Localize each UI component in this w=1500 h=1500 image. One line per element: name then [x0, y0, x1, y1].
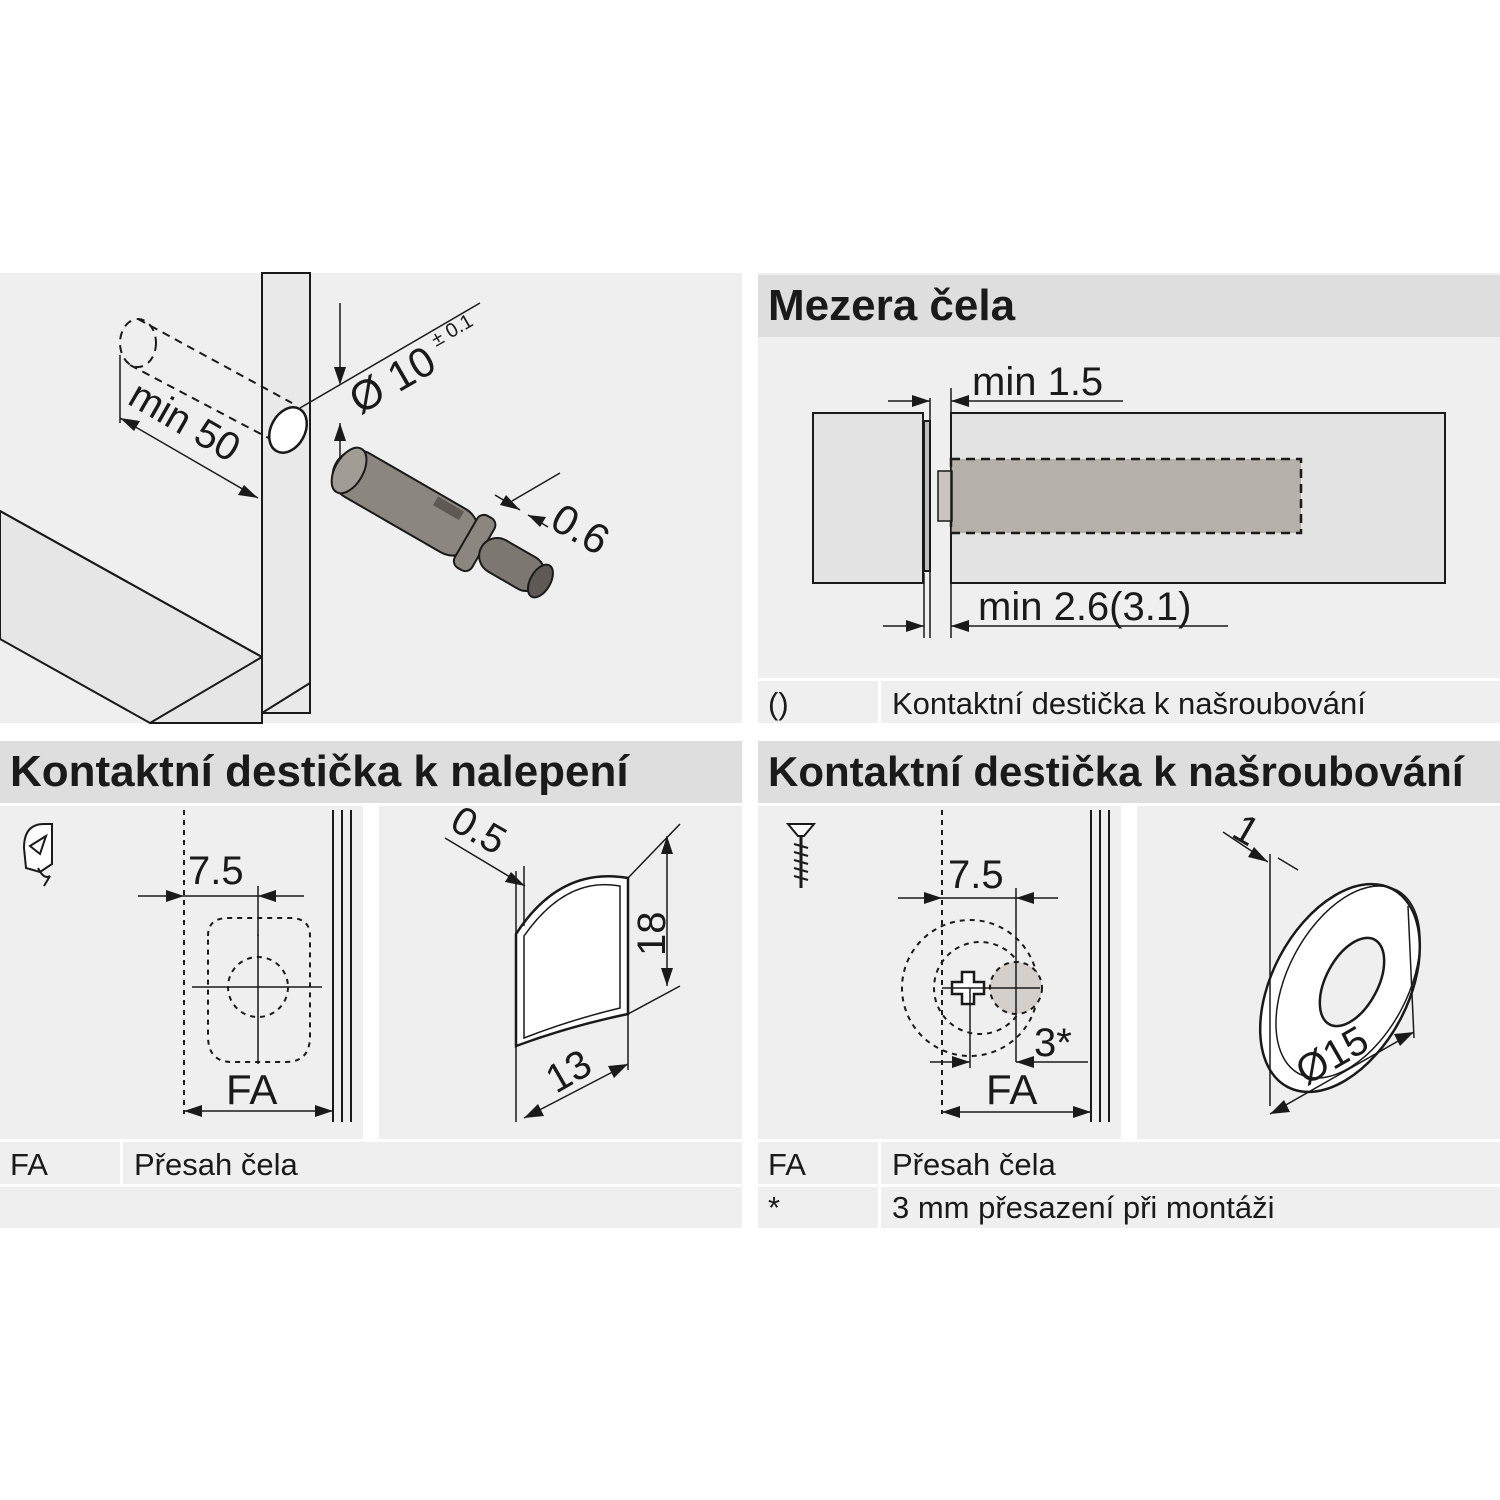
dim-tolerance: ± 0.1: [428, 310, 477, 351]
pusher-body: [330, 446, 554, 599]
adhesive-drawing: 7.5 FA 0.5 18 13: [22, 798, 681, 1140]
panel-screw: 7.5 3* FA 1 Ø15 FA Přesah čela: [758, 806, 1500, 1229]
dim-overlay: FA: [226, 1066, 277, 1113]
hole-opening: [267, 406, 309, 454]
screw-icon: [785, 823, 817, 888]
legend-row: FA Přesah čela: [758, 1139, 1500, 1229]
legend-row: () Kontaktní destička k našroubování: [758, 678, 1500, 723]
dim-diameter: Ø 10: [341, 337, 443, 423]
panel-adhesive: 7.5 FA 0.5 18 13 FA Přesah čela: [0, 798, 742, 1228]
panel-installation: min 50 Ø 10 ± 0.1 0.6: [0, 272, 742, 724]
dim-gap-top: min 1.5: [972, 360, 1103, 404]
panel-gap-title: Mezera čela: [758, 275, 1500, 337]
dim-thickness: 1: [1226, 806, 1267, 855]
door-front: [812, 412, 924, 584]
dim-shift: 3*: [1034, 1021, 1072, 1065]
dim-offset: 7.5: [188, 849, 244, 893]
dim-offset: 7.5: [948, 853, 1004, 897]
cabinet-wall: [261, 272, 311, 714]
dim-overlay: FA: [986, 1066, 1037, 1113]
cabinet-bottom: [0, 509, 263, 724]
dim-gap-bottom: min 2.6(3.1): [978, 585, 1191, 629]
legend-value: 3 mm přesazení při montáži: [892, 1190, 1275, 1225]
panel-screw-title: Kontaktní destička k našroubování: [758, 741, 1500, 803]
panel-gap: Mezera čela min 1.5 min 2.6(3.1) () Kont…: [758, 273, 1500, 723]
pusher-outline: [949, 457, 1303, 535]
gap-drawing: min 1.5 min 2.6(3.1): [812, 360, 1446, 638]
legend-row: * 3 mm přesazení při montáži: [758, 1187, 1500, 1228]
legend-key: FA: [10, 1147, 48, 1182]
dim-thickness: 0.5: [444, 798, 514, 864]
plate-outline: [207, 917, 311, 1063]
plate-perspective: [514, 874, 630, 1048]
legend-key: (): [768, 686, 789, 721]
dim-height: 18: [630, 912, 674, 957]
panel-adhesive-title: Kontaktní destička k nalepení: [0, 741, 742, 803]
screw-drawing: 7.5 3* FA 1 Ø15: [785, 806, 1422, 1140]
installation-drawing: min 50 Ø 10 ± 0.1 0.6: [0, 272, 618, 724]
legend-row: FA Přesah čela: [0, 1139, 742, 1186]
dim-ring: 0.6: [544, 494, 618, 564]
legend-value: Kontaktní destička k našroubování: [892, 686, 1366, 721]
adhesive-icon: [22, 823, 53, 887]
legend-key: *: [768, 1190, 781, 1225]
plate-hole: [1318, 936, 1386, 1028]
legend-value: Přesah čela: [892, 1147, 1056, 1182]
legend-key: FA: [768, 1147, 806, 1182]
dim-width: 13: [539, 1041, 600, 1101]
legend-value: Přesah čela: [134, 1147, 298, 1182]
